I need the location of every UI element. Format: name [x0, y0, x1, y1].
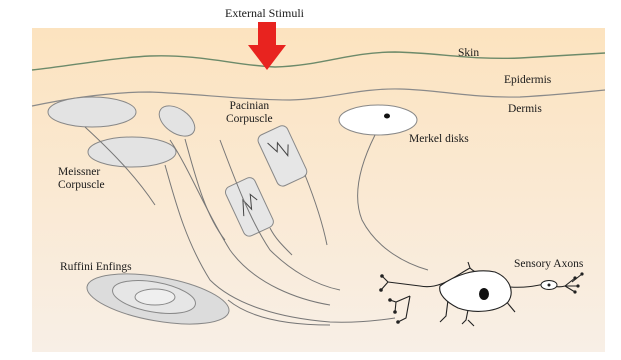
meissner-corpuscle-3	[88, 137, 176, 167]
sensory-axons-label: Sensory Axons	[514, 258, 583, 271]
external-stimuli-label: External Stimuli	[225, 7, 304, 21]
meissner-label-line2: Corpuscle	[58, 179, 105, 192]
pacinian-label-line1: Pacinian	[226, 100, 273, 113]
axon-node-dot	[548, 284, 551, 287]
epidermis-label: Epidermis	[504, 74, 551, 87]
skin-label: Skin	[458, 47, 479, 60]
meissner-label-line1: Meissner	[58, 166, 105, 179]
pacinian-label-line2: Corpuscle	[226, 113, 273, 126]
meissner-corpuscle-label: Meissner Corpuscle	[58, 166, 105, 192]
dermis-label: Dermis	[508, 103, 542, 116]
meissner-corpuscle-1	[48, 97, 136, 127]
merkel-disk-nucleus	[384, 114, 390, 119]
merkel-disks-label: Merkel disks	[409, 133, 469, 146]
pacinian-corpuscle-label: Pacinian Corpuscle	[226, 100, 273, 126]
neuron-nucleus	[479, 288, 489, 300]
ruffini-endings-label: Ruffini Enfings	[60, 261, 132, 274]
ruffini-ending-inner	[135, 289, 175, 305]
merkel-disk	[339, 105, 417, 135]
